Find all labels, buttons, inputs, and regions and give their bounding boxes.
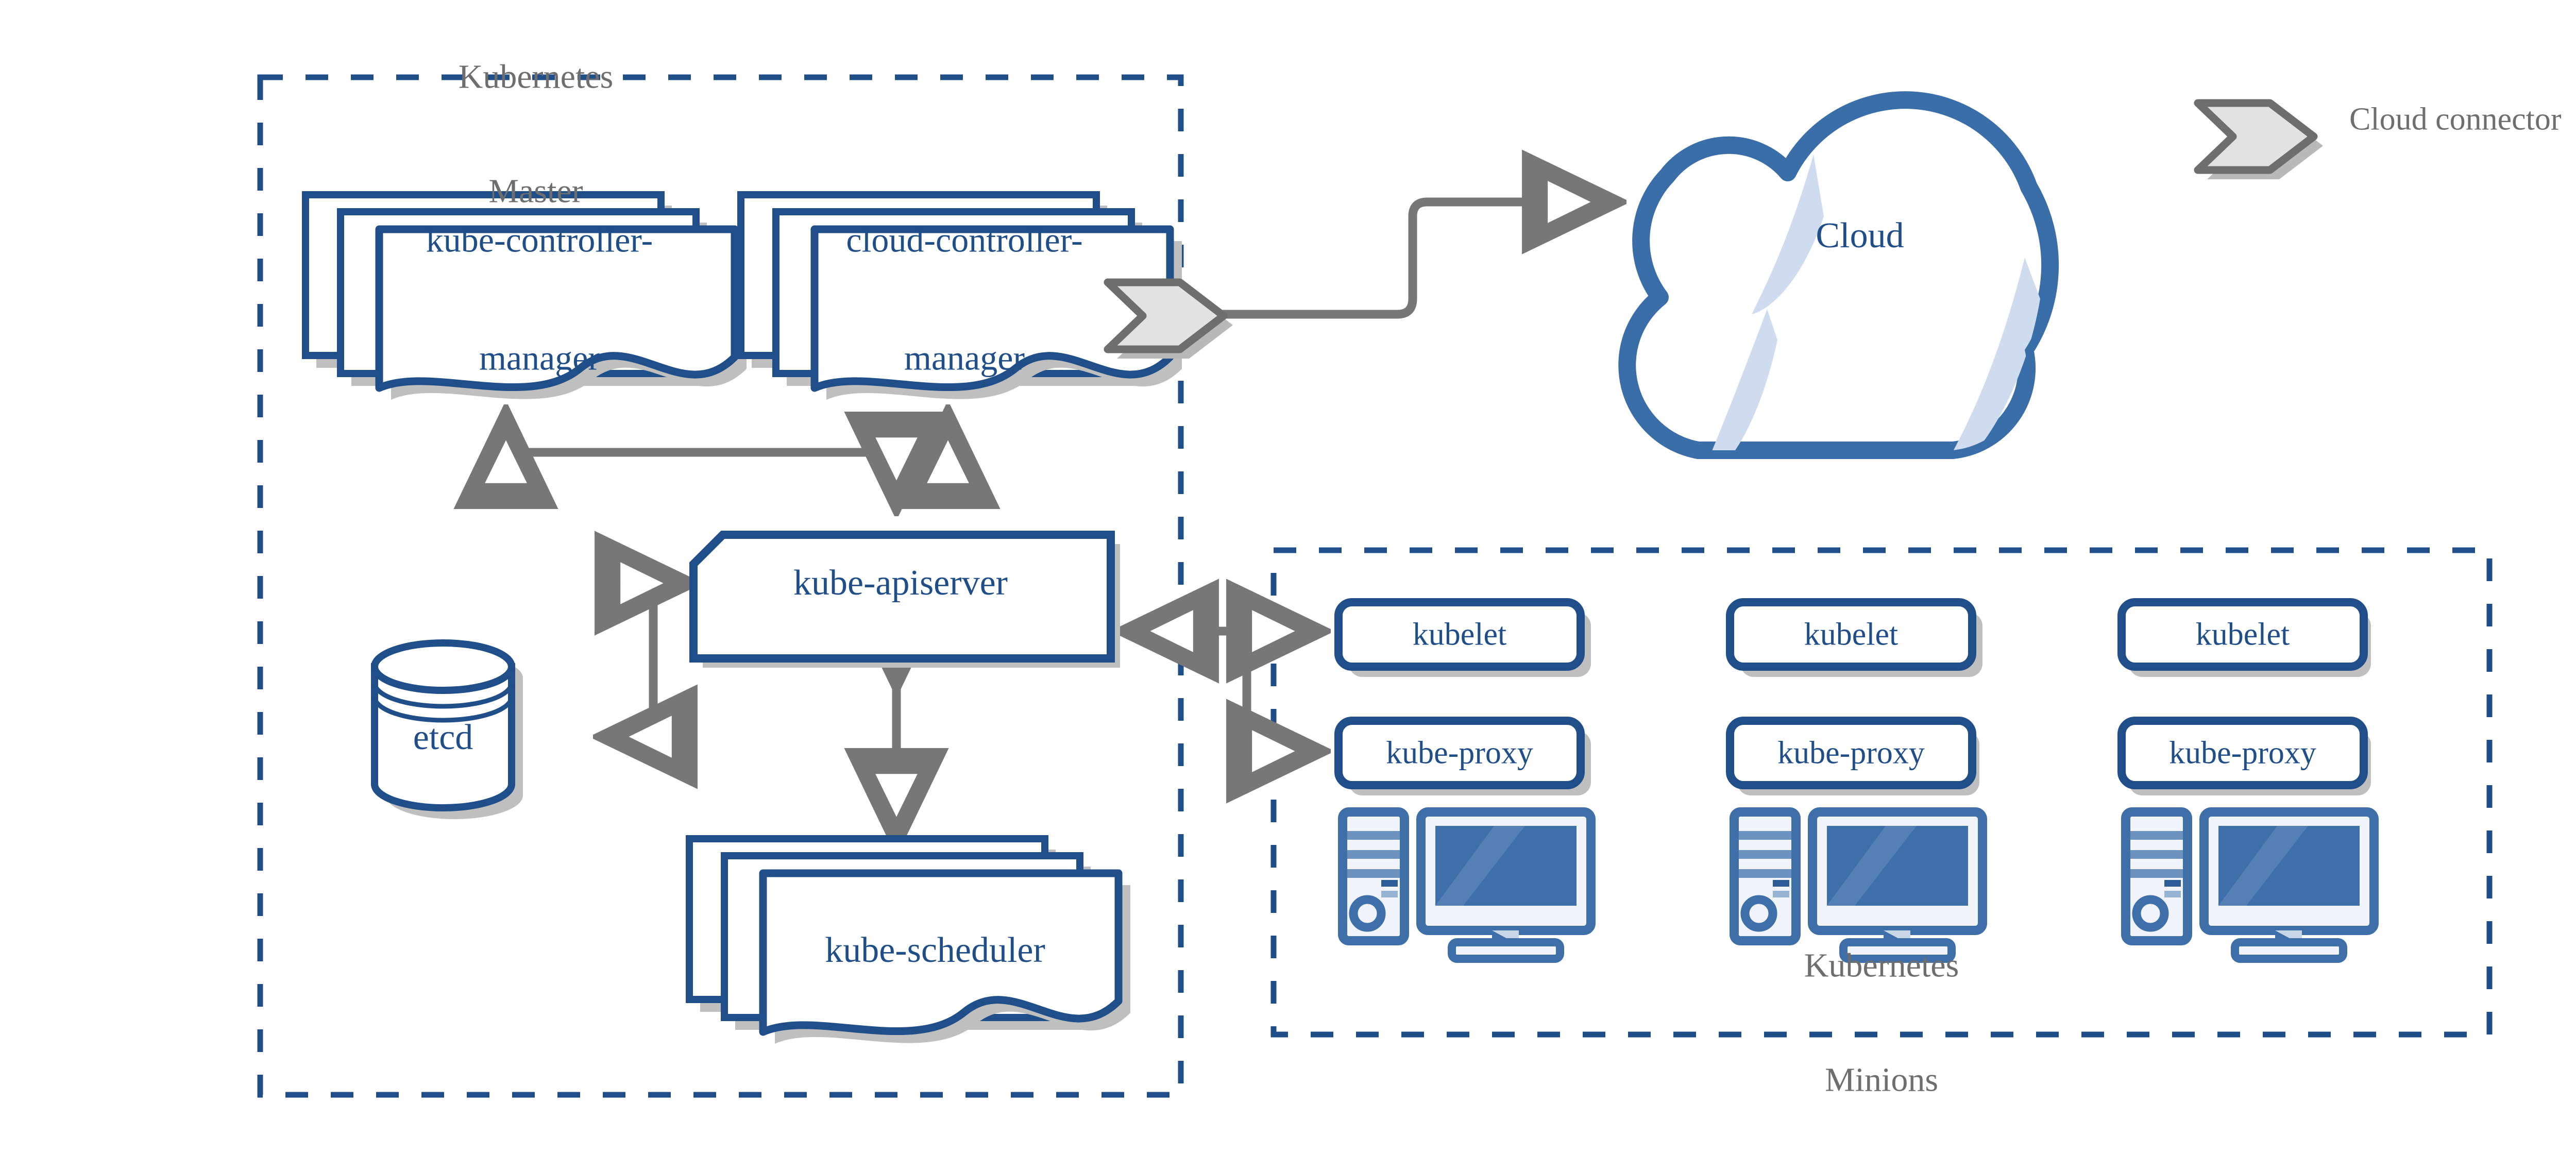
node-kube-apiserver[interactable]: [689, 531, 1120, 668]
cloud-outline: [1618, 91, 2059, 459]
group-kubernetes-master: [257, 74, 1184, 1098]
group-kubernetes-minions: [1270, 547, 2493, 1038]
node-cloud[interactable]: [1618, 91, 2128, 484]
cloud-shading: [1700, 155, 2040, 451]
connector-apiserver-to-cloud-controller-manager: [892, 418, 948, 466]
master-dashed-border: [257, 74, 1184, 1098]
minion-2-workstation-icon: [1730, 807, 1987, 963]
connector-cloud-controller-manager-to-cloud: [1196, 202, 1613, 319]
connector-apiserver-to-kubelet: [1247, 631, 1317, 647]
minion-3-kube-proxy-box[interactable]: [2117, 717, 2368, 789]
minion-1: [1334, 598, 1596, 963]
minion-2-kube-proxy-box[interactable]: [1726, 717, 1976, 789]
minion-1-kubelet-box[interactable]: [1334, 598, 1585, 671]
minions-dashed-border: [1270, 547, 2493, 1038]
minion-3-kubelet-box[interactable]: [2117, 598, 2368, 671]
node-kube-controller-manager[interactable]: [302, 191, 747, 400]
minion-1-kube-proxy-box[interactable]: [1334, 717, 1585, 789]
connector-apiserver-to-kube-proxy: [1231, 626, 1317, 751]
minion-2: [1726, 598, 1987, 963]
node-etcd[interactable]: [371, 639, 523, 819]
minion-3: [2117, 598, 2379, 963]
minion-1-workstation-icon: [1338, 807, 1596, 963]
etcd-top-disk: [371, 639, 515, 694]
legend-cloud-connector-icon: [2194, 99, 2323, 179]
minion-3-workstation-icon: [2121, 807, 2379, 963]
cloud-connector-icon: [1104, 278, 1233, 359]
connector-apiserver-to-etcd: [607, 598, 653, 737]
node-kube-scheduler[interactable]: [686, 835, 1130, 1044]
etcd-disk-line-1: [372, 682, 514, 709]
connector-layer: [506, 202, 1613, 839]
etcd-disk-line-2: [372, 696, 514, 723]
minion-2-kubelet-box[interactable]: [1726, 598, 1976, 671]
connector-apiserver-to-kube-controller-manager: [506, 418, 901, 507]
connector-etcd-to-apiserver: [638, 583, 685, 741]
node-cloud-controller-manager[interactable]: [737, 191, 1182, 400]
